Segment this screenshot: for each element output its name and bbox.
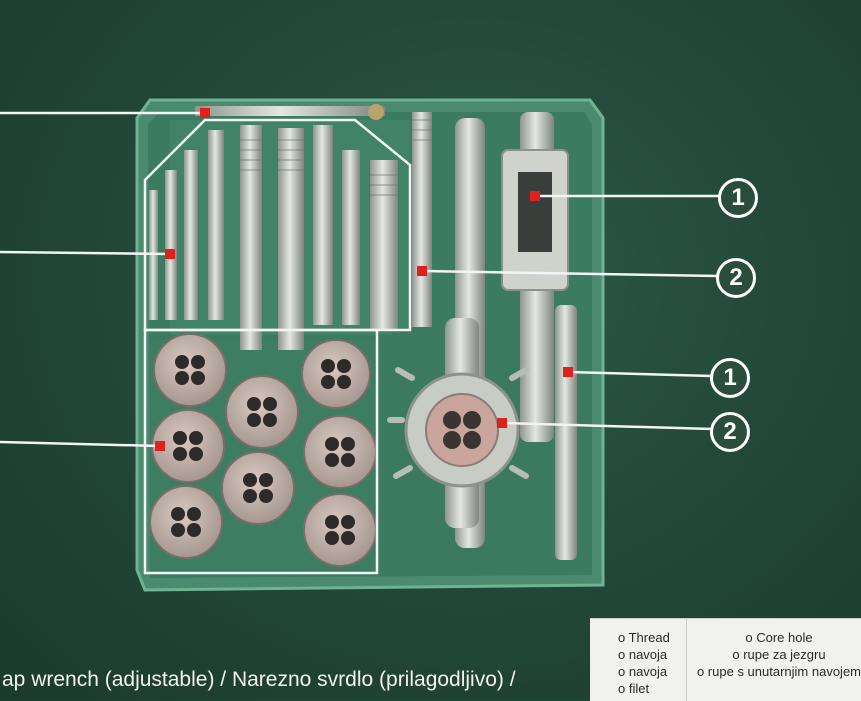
- red-markers: [155, 108, 573, 451]
- die: [153, 333, 227, 407]
- callout-number: 2: [716, 258, 756, 298]
- die: [301, 339, 371, 409]
- top-bar: [195, 104, 385, 120]
- die: [225, 375, 299, 449]
- legend-item: o Core hole: [745, 630, 813, 645]
- legend-item: o rupe za jezgru: [732, 647, 826, 662]
- callout-number: 2: [710, 412, 750, 452]
- caption-text: ap wrench (adjustable) / Narezno svrdlo …: [2, 668, 516, 691]
- legend-item: o navoja: [618, 647, 668, 662]
- callout-number: 1: [718, 178, 758, 218]
- die: [149, 485, 223, 559]
- leader-lines: [0, 111, 720, 448]
- die: [221, 451, 295, 525]
- taps: [149, 112, 432, 350]
- legend-left-column: o Thread o navoja o navoja o filet: [590, 619, 686, 701]
- legend-item: o filet: [618, 681, 650, 696]
- legend-item: o Thread: [618, 630, 670, 645]
- legend-item: o rupe s unutarnjim navojem: [696, 664, 861, 679]
- die: [303, 493, 377, 567]
- group-outlines: [143, 118, 412, 575]
- die-holder: [387, 318, 529, 528]
- die: [303, 415, 377, 489]
- legend-right-column: o Core hole o rupe za jezgru o rupe s un…: [685, 619, 861, 701]
- legend-item: o navoja: [618, 664, 668, 679]
- dies: [149, 333, 377, 567]
- callout-number: 1: [710, 358, 750, 398]
- legend-panel: o Thread o navoja o navoja o filet o Cor…: [590, 618, 861, 701]
